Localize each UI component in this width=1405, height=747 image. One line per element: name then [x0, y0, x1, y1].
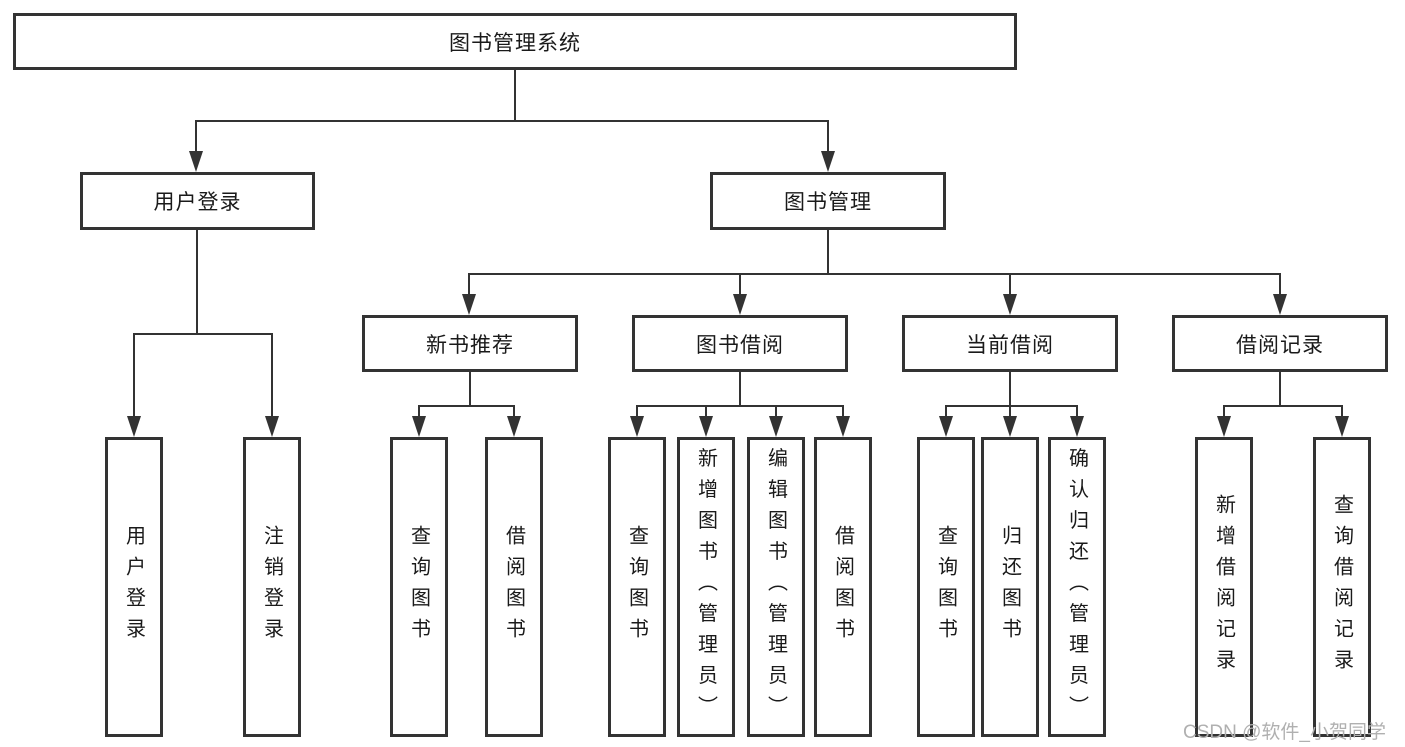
connector-drop-leaf: [513, 405, 515, 417]
leaf-label: 确认归还（管理员）: [1065, 447, 1088, 727]
arrow-down-icon: [1003, 416, 1017, 437]
arrow-down-icon: [1070, 416, 1084, 437]
connector-new-book-stem: [469, 372, 471, 405]
connector-drop-leaf: [1076, 405, 1078, 417]
leaf-add-books-admin: 新增图书（管理员）: [677, 437, 735, 737]
arrow-down-icon: [1003, 294, 1017, 315]
leaf-query-books-borrowing: 查询图书: [608, 437, 666, 737]
arrow-down-icon: [821, 151, 835, 172]
leaf-confirm-return-admin: 确认归还（管理员）: [1048, 437, 1106, 737]
connector-drop-leaf: [1341, 405, 1343, 417]
node-label: 图书管理系统: [449, 31, 581, 55]
arrow-down-icon: [733, 294, 747, 315]
connector-new-book-bar: [418, 405, 515, 407]
arrow-down-icon: [939, 416, 953, 437]
leaf-label: 借阅图书: [831, 525, 854, 649]
arrow-down-icon: [507, 416, 521, 437]
connector-borrow-record-stem: [1279, 372, 1281, 405]
leaf-label: 借阅图书: [502, 525, 525, 649]
node-book-borrowing: 图书借阅: [632, 315, 848, 372]
connector-drop-leaf: [705, 405, 707, 417]
connector-drop-user-login: [195, 120, 197, 153]
leaf-add-borrow-record: 新增借阅记录: [1195, 437, 1253, 737]
connector-drop-leaf: [842, 405, 844, 417]
csdn-watermark: CSDN @软件_小贺同学: [1183, 722, 1386, 743]
leaf-label: 查询借阅记录: [1330, 494, 1353, 680]
node-label: 借阅记录: [1236, 333, 1324, 357]
node-label: 图书借阅: [696, 333, 784, 357]
leaf-query-books-recommend: 查询图书: [390, 437, 448, 737]
node-library-management-system: 图书管理系统: [13, 13, 1017, 70]
connector-borrow-record-bar: [1223, 405, 1343, 407]
leaf-query-books-current: 查询图书: [917, 437, 975, 737]
leaf-label: 查询图书: [625, 525, 648, 649]
leaf-label: 归还图书: [998, 525, 1021, 649]
arrow-down-icon: [265, 416, 279, 437]
arrow-down-icon: [127, 416, 141, 437]
connector-user-login-stem: [196, 230, 198, 333]
connector-drop-leaf: [636, 405, 638, 417]
leaf-logout: 注销登录: [243, 437, 301, 737]
connector-book-borrow-stem: [739, 372, 741, 405]
connector-book-borrow-bar: [636, 405, 844, 407]
leaf-query-borrow-record: 查询借阅记录: [1313, 437, 1371, 737]
node-borrowing-records: 借阅记录: [1172, 315, 1388, 372]
leaf-borrow-books-recommend: 借阅图书: [485, 437, 543, 737]
connector-drop-book-borrow: [739, 273, 741, 295]
connector-book-management-stem: [827, 230, 829, 273]
connector-drop-leaf: [945, 405, 947, 417]
connector-drop-borrow-record: [1279, 273, 1281, 295]
node-label: 用户登录: [153, 191, 242, 214]
connector-drop-book-management: [827, 120, 829, 153]
connector-drop-leaf: [133, 333, 135, 417]
connector-root-bar: [196, 120, 829, 122]
connector-drop-current-borrow: [1009, 273, 1011, 295]
leaf-borrow-books-borrowing: 借阅图书: [814, 437, 872, 737]
leaf-user-login: 用户登录: [105, 437, 163, 737]
leaf-label: 查询图书: [934, 525, 957, 649]
node-user-login: 用户登录: [80, 172, 315, 230]
arrow-down-icon: [769, 416, 783, 437]
node-label: 图书管理: [784, 191, 872, 214]
connector-drop-leaf: [775, 405, 777, 417]
arrow-down-icon: [462, 294, 476, 315]
leaf-label: 用户登录: [122, 525, 145, 649]
leaf-return-books: 归还图书: [981, 437, 1039, 737]
leaf-edit-books-admin: 编辑图书（管理员）: [747, 437, 805, 737]
node-label: 当前借阅: [966, 333, 1054, 357]
arrow-down-icon: [1217, 416, 1231, 437]
leaf-label: 查询图书: [407, 525, 430, 649]
connector-user-login-bar: [133, 333, 273, 335]
leaf-label: 新增图书（管理员）: [694, 447, 717, 727]
connector-current-borrow-stem: [1009, 372, 1011, 405]
connector-drop-leaf: [418, 405, 420, 417]
connector-drop-leaf: [1223, 405, 1225, 417]
connector-drop-new-book: [468, 273, 470, 295]
leaf-label: 编辑图书（管理员）: [764, 447, 787, 727]
node-new-book-recommend: 新书推荐: [362, 315, 578, 372]
leaf-label: 注销登录: [260, 525, 283, 649]
connector-root-stem: [514, 70, 516, 121]
leaf-label: 新增借阅记录: [1212, 494, 1235, 680]
node-label: 新书推荐: [426, 333, 514, 357]
connector-current-borrow-bar: [945, 405, 1078, 407]
arrow-down-icon: [412, 416, 426, 437]
connector-book-management-bar: [468, 273, 1281, 275]
arrow-down-icon: [836, 416, 850, 437]
arrow-down-icon: [699, 416, 713, 437]
node-current-borrowing: 当前借阅: [902, 315, 1118, 372]
connector-drop-leaf: [1009, 405, 1011, 417]
node-book-management: 图书管理: [710, 172, 946, 230]
arrow-down-icon: [189, 151, 203, 172]
arrow-down-icon: [1335, 416, 1349, 437]
arrow-down-icon: [630, 416, 644, 437]
connector-drop-leaf: [271, 333, 273, 417]
arrow-down-icon: [1273, 294, 1287, 315]
